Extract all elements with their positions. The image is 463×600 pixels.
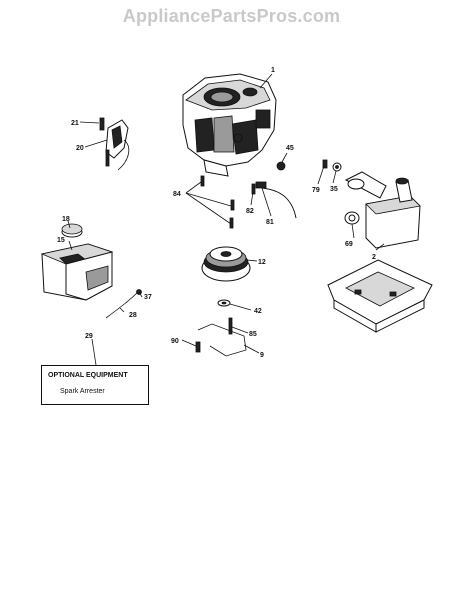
label-part-45: 45 — [286, 145, 294, 152]
throttle-control-part — [99, 117, 130, 171]
muffler-part — [344, 171, 421, 249]
label-part-42: 42 — [254, 308, 262, 315]
label-part-84: 84 — [173, 191, 181, 198]
fuel-tank-part — [40, 223, 114, 301]
center-bolt-part — [228, 317, 233, 335]
label-part-18: 18 — [62, 216, 70, 223]
label-part-2: 2 — [372, 254, 376, 261]
pulley-part — [201, 246, 251, 282]
label-part-21: 21 — [71, 120, 79, 127]
label-part-37: 37 — [144, 294, 152, 301]
label-part-15: 15 — [57, 237, 65, 244]
optional-equipment-item: Spark Arrester — [60, 388, 105, 395]
washer-part — [217, 299, 231, 307]
label-part-12: 12 — [258, 259, 266, 266]
mounting-bolts-part — [200, 175, 256, 229]
nut-part — [276, 161, 286, 171]
bracket-rod-part — [195, 323, 247, 357]
label-part-82: 82 — [246, 208, 254, 215]
label-part-81: 81 — [266, 219, 274, 226]
label-part-35: 35 — [330, 186, 338, 193]
watermark: AppliancePartsPros.com — [122, 6, 341, 26]
label-part-90: 90 — [171, 338, 179, 345]
engine-part — [182, 73, 277, 177]
leader-lines — [67, 73, 385, 366]
label-part-79: 79 — [312, 187, 320, 194]
fuel-line-part — [255, 181, 297, 219]
label-part-1: 1 — [271, 67, 275, 74]
label-part-9: 9 — [260, 352, 264, 359]
bolt-washer-part — [322, 159, 342, 172]
label-part-69: 69 — [345, 241, 353, 248]
label-part-85: 85 — [249, 331, 257, 338]
optional-equipment-title: OPTIONAL EQUIPMENT — [48, 372, 128, 379]
label-part-29: 29 — [85, 333, 93, 340]
mounting-plate-part — [327, 259, 433, 333]
label-part-20: 20 — [76, 145, 84, 152]
optional-equipment-box: OPTIONAL EQUIPMENT Spark Arrester — [41, 365, 149, 405]
label-part-28: 28 — [129, 312, 137, 319]
